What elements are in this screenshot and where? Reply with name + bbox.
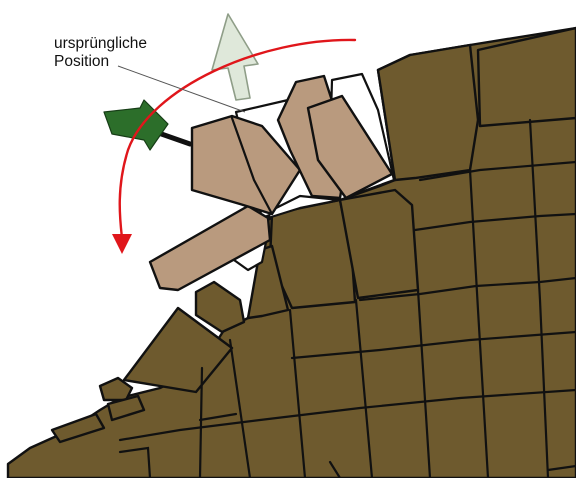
rock-loose-block-1 — [196, 282, 244, 332]
moved-block-lower — [150, 206, 270, 290]
rock-upper-block — [378, 45, 478, 180]
label-original-position-line2: Position — [54, 53, 109, 70]
label-original-position-line1: ursprüngliche — [54, 35, 147, 52]
label-leader-line — [118, 66, 245, 112]
green-displacement-arrow-icon — [104, 100, 190, 150]
